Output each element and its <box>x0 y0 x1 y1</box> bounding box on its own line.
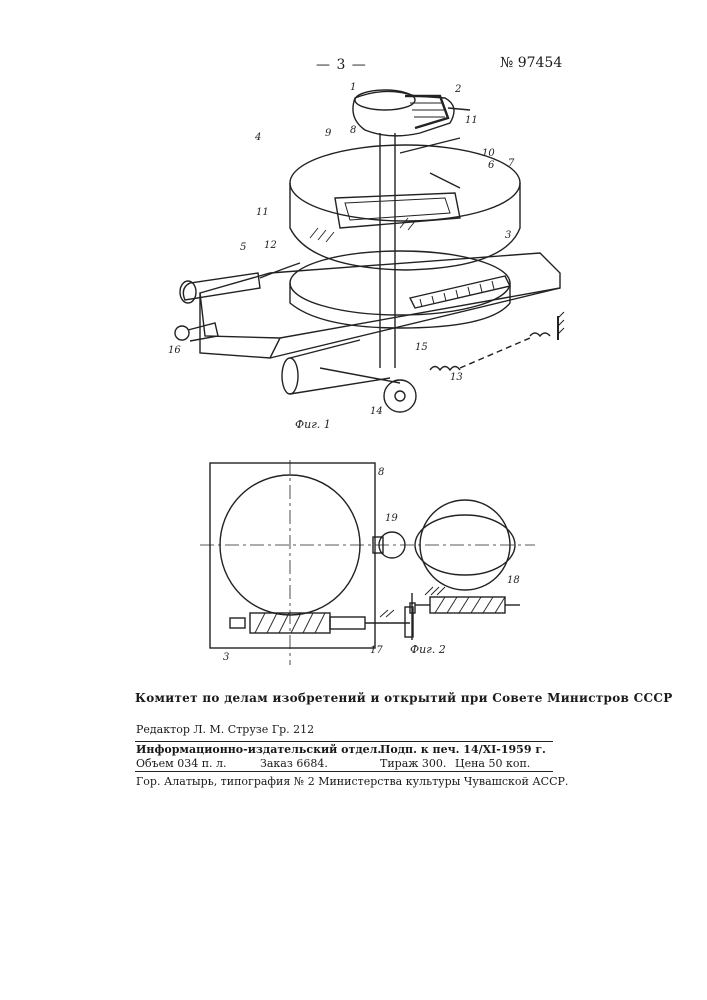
fig2-label: 18 <box>507 575 520 586</box>
patent-number: № 97454 <box>500 55 562 71</box>
fig1-label: 13 <box>450 372 463 383</box>
divider <box>135 741 553 742</box>
fig1-label: 7 <box>508 158 515 169</box>
fig1-label: 2 <box>454 84 461 95</box>
figure-2-drawing: 8 19 18 17 3 Фиг. 2 <box>195 455 535 670</box>
committee-line: Комитет по делам изобретений и открытий … <box>135 691 673 705</box>
page-number: — 3 — <box>316 57 367 73</box>
fig2-label: 17 <box>370 645 383 656</box>
imprint-department: Информационно-издательский отдел. <box>136 743 381 756</box>
imprint-volume: Объем 034 п. л. <box>136 757 227 770</box>
fig1-label: 14 <box>370 406 383 417</box>
fig2-label: 19 <box>385 513 398 524</box>
imprint-signed: Подп. к печ. 14/XI-1959 г. <box>380 743 546 756</box>
fig1-label: 10 <box>482 148 495 159</box>
fig2-label: 3 <box>223 652 229 663</box>
figure-1-caption: Фиг. 1 <box>295 418 331 431</box>
imprint-run: Тираж 300. <box>380 757 446 770</box>
figure-1: 1 2 4 9 8 11 10 6 7 11 5 12 3 16 15 13 1… <box>160 78 570 438</box>
fig1-label: 8 <box>350 125 356 136</box>
fig1-label: 15 <box>415 342 428 353</box>
fig1-label: 1 <box>350 82 356 93</box>
figure-2: 8 19 18 17 3 Фиг. 2 <box>195 455 535 670</box>
fig1-label: 9 <box>325 128 332 139</box>
divider <box>135 771 553 772</box>
fig1-label: 4 <box>254 132 261 143</box>
figure-2-caption: Фиг. 2 <box>410 643 446 656</box>
fig1-label: 6 <box>488 160 495 171</box>
fig1-label: 5 <box>240 242 246 253</box>
imprint-order: Заказ 6684. <box>260 757 328 770</box>
figure-1-drawing: 1 2 4 9 8 11 10 6 7 11 5 12 3 16 15 13 1… <box>160 78 570 438</box>
fig1-label: 16 <box>168 345 181 356</box>
editor-line: Редактор Л. М. Струзе Гр. 212 <box>136 723 314 736</box>
fig1-label: 3 <box>505 230 511 241</box>
fig1-label: 12 <box>264 240 277 251</box>
fig1-label: 11 <box>256 207 269 218</box>
imprint-price: Цена 50 коп. <box>455 757 530 770</box>
fig2-label: 8 <box>378 467 384 478</box>
fig1-label: 11 <box>465 115 478 126</box>
printer-line: Гор. Алатырь, типография № 2 Министерств… <box>136 775 568 788</box>
